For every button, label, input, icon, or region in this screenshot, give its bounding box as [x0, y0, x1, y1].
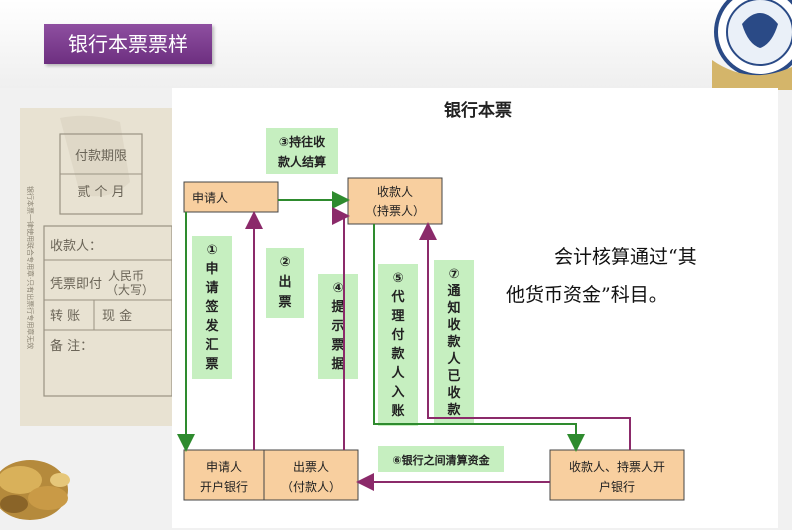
- step-s4-char: 示: [331, 319, 344, 334]
- step6-label: ⑥银行之间清算资金: [392, 453, 490, 467]
- node-issuer-line2: （付款人）: [281, 480, 341, 494]
- cheque-currency-sub: （大写）: [106, 283, 154, 297]
- node-payee-bank-line1: 收款人、持票人开: [569, 459, 665, 474]
- step3-line2: 款人结算: [278, 154, 326, 169]
- step-s7-char: 款: [447, 402, 461, 418]
- step-s1-char: ①: [206, 243, 217, 258]
- cheque-amount-label: 凭票即付: [50, 277, 102, 292]
- step-s5-box: [378, 264, 418, 426]
- step-s5-char: 账: [391, 404, 404, 419]
- node-applicant-bank-line1: 申请人: [206, 460, 242, 474]
- cheque-term-value: 贰 个 月: [77, 184, 124, 200]
- step-s7-char: 通: [447, 283, 460, 299]
- step-s4-char: 据: [331, 356, 344, 372]
- step-s4-char: ④: [332, 281, 343, 296]
- cheque-remark-label: 备 注：: [50, 338, 93, 354]
- node-payee-bank-line2: 户银行: [599, 479, 635, 494]
- step-s5-char: 款: [391, 346, 405, 362]
- coins-image: [0, 440, 100, 530]
- node-payee-line2: （持票人）: [365, 203, 425, 218]
- cheque-side-text: 银行本票一律使用联合专用章·只有出票行专用章无效: [26, 186, 35, 349]
- step-s1-char: 发: [204, 318, 219, 334]
- step-s5-char: 人: [391, 365, 405, 381]
- step-s4-char: 票: [331, 337, 344, 353]
- slide-title: 银行本票票样: [44, 24, 212, 64]
- cheque-sample: 付款期限 贰 个 月 收款人： 凭票即付 人民币 （大写） 转 账 现 金 备 …: [20, 108, 173, 426]
- cheque-currency-label: 人民币: [108, 269, 144, 283]
- step-s5-char: 代: [390, 289, 404, 305]
- step-s7-char: ⑦: [448, 267, 459, 282]
- step-s7-char: 款: [447, 334, 461, 350]
- cheque-term-label: 付款期限: [75, 149, 127, 164]
- note-line1: 会计核算通过“其: [506, 238, 766, 276]
- node-applicant-label: 申请人: [192, 191, 228, 205]
- step-s5-char: 付: [391, 327, 404, 343]
- cheque-transfer-label: 转 账: [50, 309, 80, 324]
- step-s5-char: 入: [391, 385, 404, 400]
- step-s7-char: 收: [447, 317, 461, 333]
- step3-line1: ③持往收: [279, 134, 325, 149]
- step-s7-char: 已: [447, 369, 460, 384]
- bank-emblem-icon: [702, 0, 792, 90]
- step-s5-char: 理: [391, 309, 404, 324]
- step-s2-char: 出: [278, 274, 291, 290]
- cheque-cash-label: 现 金: [102, 308, 132, 324]
- step-s1-char: 请: [205, 280, 218, 296]
- step-s7-char: 人: [447, 351, 461, 367]
- cheque-payee-label: 收款人：: [50, 239, 102, 254]
- diagram-title: 银行本票: [444, 100, 512, 121]
- step-s2-char: 票: [278, 294, 291, 310]
- node-payee-line1: 收款人: [377, 185, 413, 199]
- step-s1-char: 签: [204, 299, 219, 315]
- step-s7-char: 知: [447, 300, 460, 316]
- step-s5-char: ⑤: [392, 271, 403, 286]
- step-s7-char: 收: [447, 385, 461, 401]
- node-issuer-line1: 出票人: [293, 460, 329, 474]
- step-s1-char: 汇: [205, 338, 218, 353]
- step-s1-char: 票: [205, 356, 218, 372]
- node-applicant-bank-line2: 开户银行: [200, 479, 248, 494]
- step-s2-char: ②: [279, 255, 290, 270]
- note-line2: 他货币资金”科目。: [506, 276, 766, 314]
- accounting-note: 会计核算通过“其 他货币资金”科目。: [506, 238, 766, 314]
- step-s1-char: 申: [205, 261, 218, 277]
